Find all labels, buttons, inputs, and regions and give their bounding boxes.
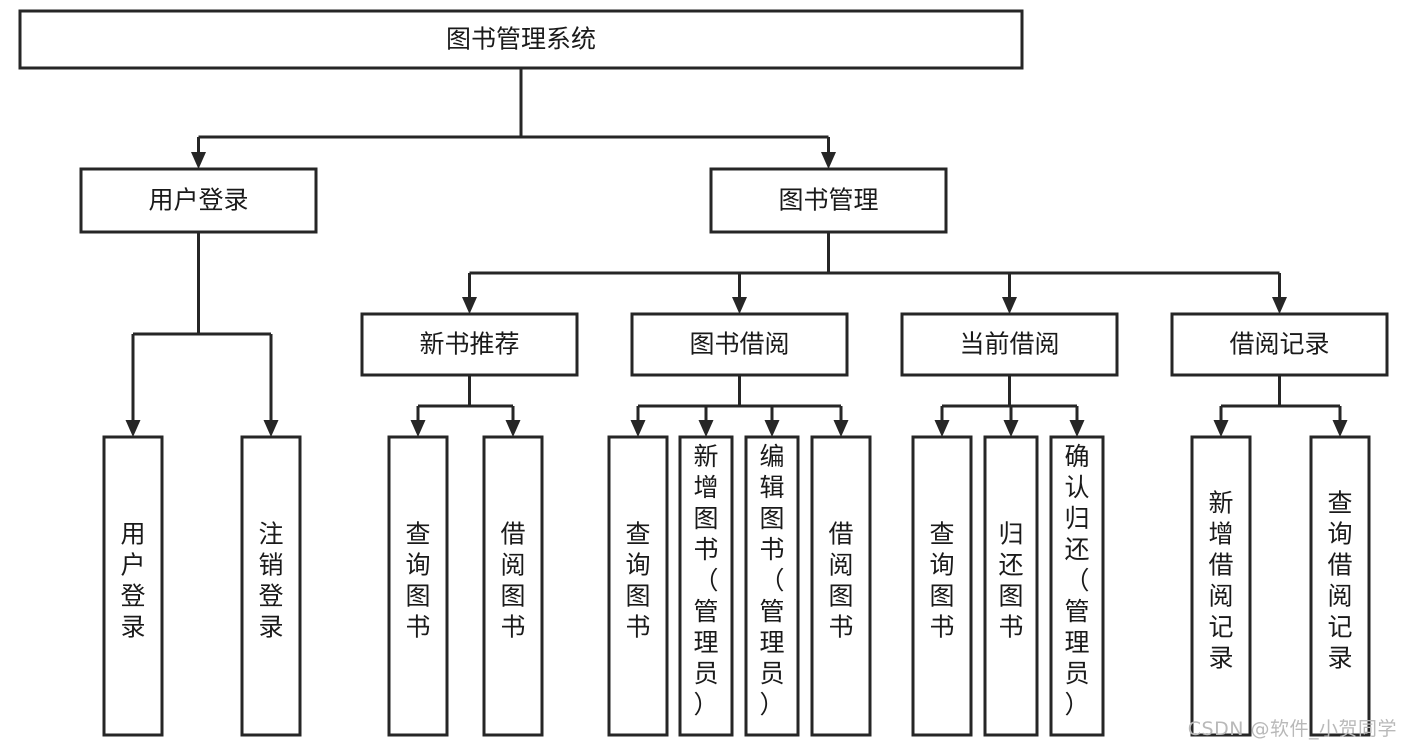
arrow-head-icon (263, 420, 279, 437)
node-leaf-user-login[interactable]: 用户登录 (102, 435, 164, 737)
node-label: 用户登录 (148, 186, 248, 215)
node-box (360, 312, 579, 377)
node-label: 注销登录 (258, 520, 283, 642)
connector-group-book-borrow (630, 375, 849, 437)
node-box (482, 435, 544, 737)
node-book-borrow[interactable]: 图书借阅 (630, 312, 849, 377)
node-box (709, 167, 948, 234)
arrow-head-icon (764, 420, 780, 437)
node-box (240, 435, 302, 737)
node-label: 确认归还（管理员） (1064, 442, 1089, 719)
node-label: 借阅图书 (500, 520, 525, 642)
node-box (810, 435, 872, 737)
node-leaf-user-logout[interactable]: 注销登录 (240, 435, 302, 737)
node-label: 借阅图书 (828, 520, 853, 642)
node-label: 编辑图书（管理员） (759, 442, 784, 719)
node-box (900, 312, 1119, 377)
node-label: 当前借阅 (959, 330, 1059, 359)
arrow-head-icon (1332, 420, 1348, 437)
arrow-head-icon (410, 420, 426, 437)
node-box (1309, 435, 1371, 737)
node-label: 图书管理 (778, 186, 878, 215)
node-leaf-add-book[interactable]: 新增图书（管理员） (678, 435, 734, 737)
node-label: 查询图书 (405, 520, 430, 642)
node-box (1190, 435, 1252, 737)
arrow-head-icon (732, 297, 747, 314)
arrow-head-icon (833, 420, 849, 437)
connector-group-current-borrow (934, 375, 1085, 437)
arrow-head-icon (505, 420, 521, 437)
node-leaf-borrow-book-2[interactable]: 借阅图书 (810, 435, 872, 737)
arrow-head-icon (125, 420, 141, 437)
node-label: 新增图书（管理员） (693, 442, 718, 719)
node-label: 新增借阅记录 (1208, 489, 1233, 673)
arrow-head-icon (1003, 420, 1019, 437)
node-leaf-add-record[interactable]: 新增借阅记录 (1190, 435, 1252, 737)
connector-group-user-login (125, 232, 279, 437)
node-leaf-query-record[interactable]: 查询借阅记录 (1309, 435, 1371, 737)
node-box (983, 435, 1039, 737)
node-leaf-confirm-return[interactable]: 确认归还（管理员） (1049, 435, 1105, 737)
arrow-head-icon (698, 420, 714, 437)
arrow-head-icon (462, 297, 477, 314)
node-label: 查询借阅记录 (1327, 489, 1352, 673)
arrow-head-icon (630, 420, 646, 437)
connector-group-book-manage (462, 232, 1287, 314)
node-box (678, 435, 734, 737)
node-box (1049, 435, 1105, 737)
node-label: 借阅记录 (1229, 330, 1329, 359)
arrow-head-icon (191, 152, 206, 169)
watermark-label: CSDN @软件_小贺同学 (1187, 718, 1397, 740)
node-root[interactable]: 图书管理系统 (18, 9, 1024, 70)
node-current-borrow[interactable]: 当前借阅 (900, 312, 1119, 377)
node-user-login[interactable]: 用户登录 (79, 167, 318, 234)
node-box (911, 435, 973, 737)
node-book-manage[interactable]: 图书管理 (709, 167, 948, 234)
node-box (1170, 312, 1389, 377)
arrow-head-icon (1002, 297, 1017, 314)
node-box (607, 435, 669, 737)
node-layer: 图书管理系统用户登录图书管理新书推荐图书借阅当前借阅借阅记录用户登录注销登录查询… (18, 9, 1389, 737)
node-leaf-edit-book[interactable]: 编辑图书（管理员） (744, 435, 800, 737)
node-label: 图书管理系统 (446, 25, 596, 54)
node-leaf-query-book-2[interactable]: 查询图书 (607, 435, 669, 737)
node-label: 用户登录 (120, 520, 145, 642)
arrow-head-icon (1213, 420, 1229, 437)
node-box (630, 312, 849, 377)
node-box (102, 435, 164, 737)
node-leaf-borrow-book-1[interactable]: 借阅图书 (482, 435, 544, 737)
arrow-head-icon (1272, 297, 1287, 314)
arrow-head-icon (1069, 420, 1085, 437)
node-leaf-query-book-3[interactable]: 查询图书 (911, 435, 973, 737)
node-box (79, 167, 318, 234)
node-leaf-return-book[interactable]: 归还图书 (983, 435, 1039, 737)
node-label: 归还图书 (998, 520, 1023, 642)
node-label: 新书推荐 (419, 330, 519, 359)
node-box (387, 435, 449, 737)
node-box (744, 435, 800, 737)
connector-group-borrow-record (1213, 375, 1348, 437)
connector-group-new-book-recommend (410, 375, 521, 437)
connector-group-root (191, 68, 836, 169)
node-label: 查询图书 (625, 520, 650, 642)
node-leaf-query-book-1[interactable]: 查询图书 (387, 435, 449, 737)
node-label: 查询图书 (929, 520, 954, 642)
node-borrow-record[interactable]: 借阅记录 (1170, 312, 1389, 377)
node-box (18, 9, 1024, 70)
arrow-head-icon (934, 420, 950, 437)
connector-layer (125, 68, 1348, 437)
arrow-head-icon (821, 152, 836, 169)
node-new-book-recommend[interactable]: 新书推荐 (360, 312, 579, 377)
node-label: 图书借阅 (689, 330, 789, 359)
